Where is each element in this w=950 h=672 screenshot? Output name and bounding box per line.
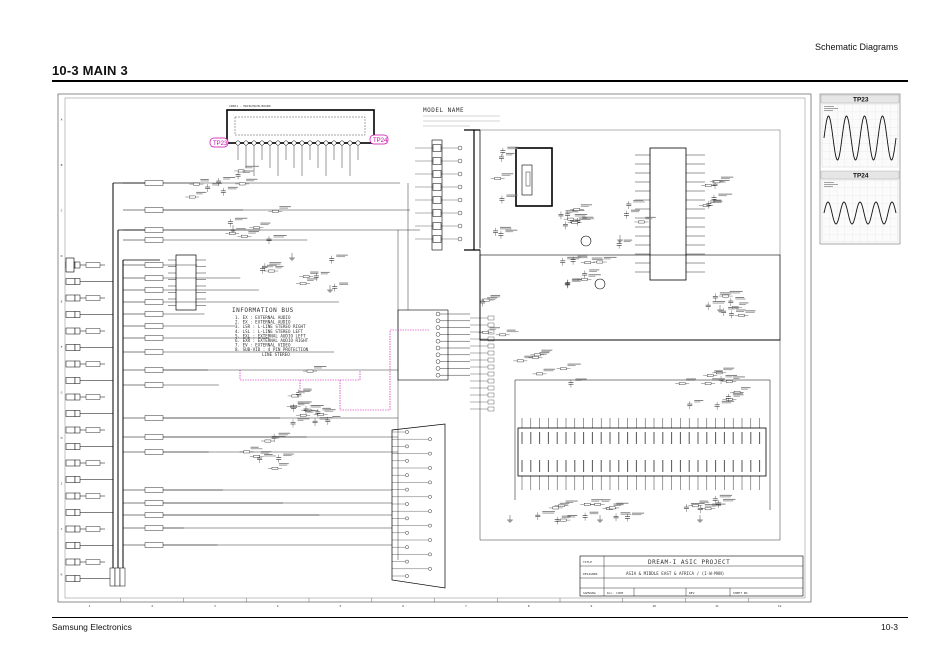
scope-tp23-title: TP23	[853, 97, 869, 104]
right-main-connector	[464, 129, 475, 251]
title-block-doc-label: Doc. CODE	[607, 591, 623, 595]
border-column-label: 12	[778, 604, 782, 608]
footer-page-number: 10-3	[880, 622, 898, 632]
info-bus-title: INFORMATION BUS	[232, 307, 294, 314]
info-bus-line: 3. LSR : L-LINE STEREO RIGHT	[235, 324, 306, 329]
tp24-label: TP24	[373, 138, 388, 144]
section-label: Schematic Diagrams	[814, 42, 898, 52]
title-divider	[52, 80, 908, 82]
border-row-label: B	[61, 163, 63, 167]
drawing-border	[57, 93, 812, 603]
title-block-designer-label: DESIGNER	[583, 572, 598, 576]
info-bus-line: LINE STEREO	[262, 352, 290, 357]
lower-right-frame	[479, 339, 781, 541]
info-bus-line: 5. EXL : EXTERNAL AUDIO LEFT	[235, 333, 306, 338]
border-column-label: 8	[528, 604, 530, 608]
top-connector-pins	[235, 140, 361, 176]
scope-tp24-waveform	[823, 201, 897, 225]
drawing-inner-border	[64, 97, 806, 599]
info-bus-line: 4. LSL : L-LINE STEREO LEFT	[235, 329, 304, 334]
border-row-label: D	[61, 254, 63, 258]
transistor-1	[580, 235, 592, 247]
transistor-2	[594, 278, 606, 290]
tp23-label: TP23	[213, 141, 228, 147]
information-bus: INFORMATION BUS 1. EX : EXTERNAL AUDIO2.…	[232, 307, 309, 357]
main-ic	[517, 427, 767, 477]
title-block-title-label: TITLE	[583, 560, 592, 564]
border-row-labels: A B C D E F G H I J K	[61, 118, 63, 577]
border-row-label: A	[61, 118, 63, 122]
border-row-label: G	[61, 390, 63, 394]
page-title: 10-3 MAIN 3	[52, 63, 128, 78]
border-row-label: J	[61, 527, 63, 531]
sound-ic	[649, 147, 687, 281]
border-column-label: 11	[715, 604, 719, 608]
info-bus-line: 7. EV : EXTERNAL VIDEO	[235, 343, 291, 348]
title-block-project: DREAM-I ASIC PROJECT	[648, 559, 730, 566]
border-column-label: 5	[339, 604, 341, 608]
top-connector-inner	[234, 116, 366, 136]
info-bus-line: 2. EX : EXTERNAL AUDIO	[235, 320, 291, 325]
border-column-label: 6	[402, 604, 404, 608]
info-bus-line: 6. EXR : EXTERNAL AUDIO RIGHT	[235, 338, 309, 343]
footer-divider	[52, 617, 908, 618]
left-connectors	[65, 257, 113, 582]
title-block-region: ASIA & MIDDLE EAST & AFRICA / (I-W-MAN)	[626, 571, 724, 576]
border-column-label: 10	[652, 604, 656, 608]
border-row-label: C	[61, 209, 63, 213]
tp24-marker: TP24	[369, 134, 389, 145]
tuner-module	[515, 147, 553, 207]
audio-processor-area	[479, 254, 781, 341]
border-column-label: 4	[277, 604, 279, 608]
border-row-label: H	[61, 436, 63, 440]
connector-label: CN501 - MAIN/MAIN-BOARD	[229, 104, 271, 108]
right-slot-column	[431, 139, 443, 251]
border-column-label: 3	[214, 604, 216, 608]
border-ticks	[120, 598, 749, 602]
info-bus-line: 8. SUB-VID : 4 PIN PROTECTION	[235, 347, 309, 352]
border-column-label: 2	[151, 604, 153, 608]
footer-company: Samsung Electronics	[52, 622, 132, 632]
border-column-label: 1	[88, 604, 90, 608]
av-switch-block	[397, 309, 449, 381]
left-signal-lines	[123, 180, 420, 560]
border-column-label: 9	[590, 604, 592, 608]
scart-connector	[391, 423, 446, 589]
title-block: TITLE DESIGNER SAMSUNG Doc. CODE REV SHE…	[579, 555, 804, 597]
tp23-marker: TP23	[209, 137, 229, 148]
title-block-company-label: SAMSUNG	[583, 591, 596, 595]
info-bus-line: 1. EX : EXTERNAL AUDIO	[235, 315, 291, 320]
model-name-label: MODEL NAME	[423, 107, 464, 114]
scope-tp24-title: TP24	[853, 173, 869, 180]
border-row-label: K	[61, 572, 63, 576]
border-row-label: F	[61, 345, 63, 349]
border-column-label: 7	[465, 604, 467, 608]
title-block-rev-label: REV	[689, 591, 695, 595]
border-row-label: I	[61, 481, 63, 485]
title-block-sheet-label: SHEET NO	[733, 591, 748, 595]
border-row-label: E	[61, 300, 63, 304]
top-connector-box	[226, 109, 375, 144]
switch-ic	[175, 254, 197, 311]
scope-tp23-waveform	[823, 115, 897, 161]
scope-panel: TP23 TP24	[819, 93, 901, 245]
